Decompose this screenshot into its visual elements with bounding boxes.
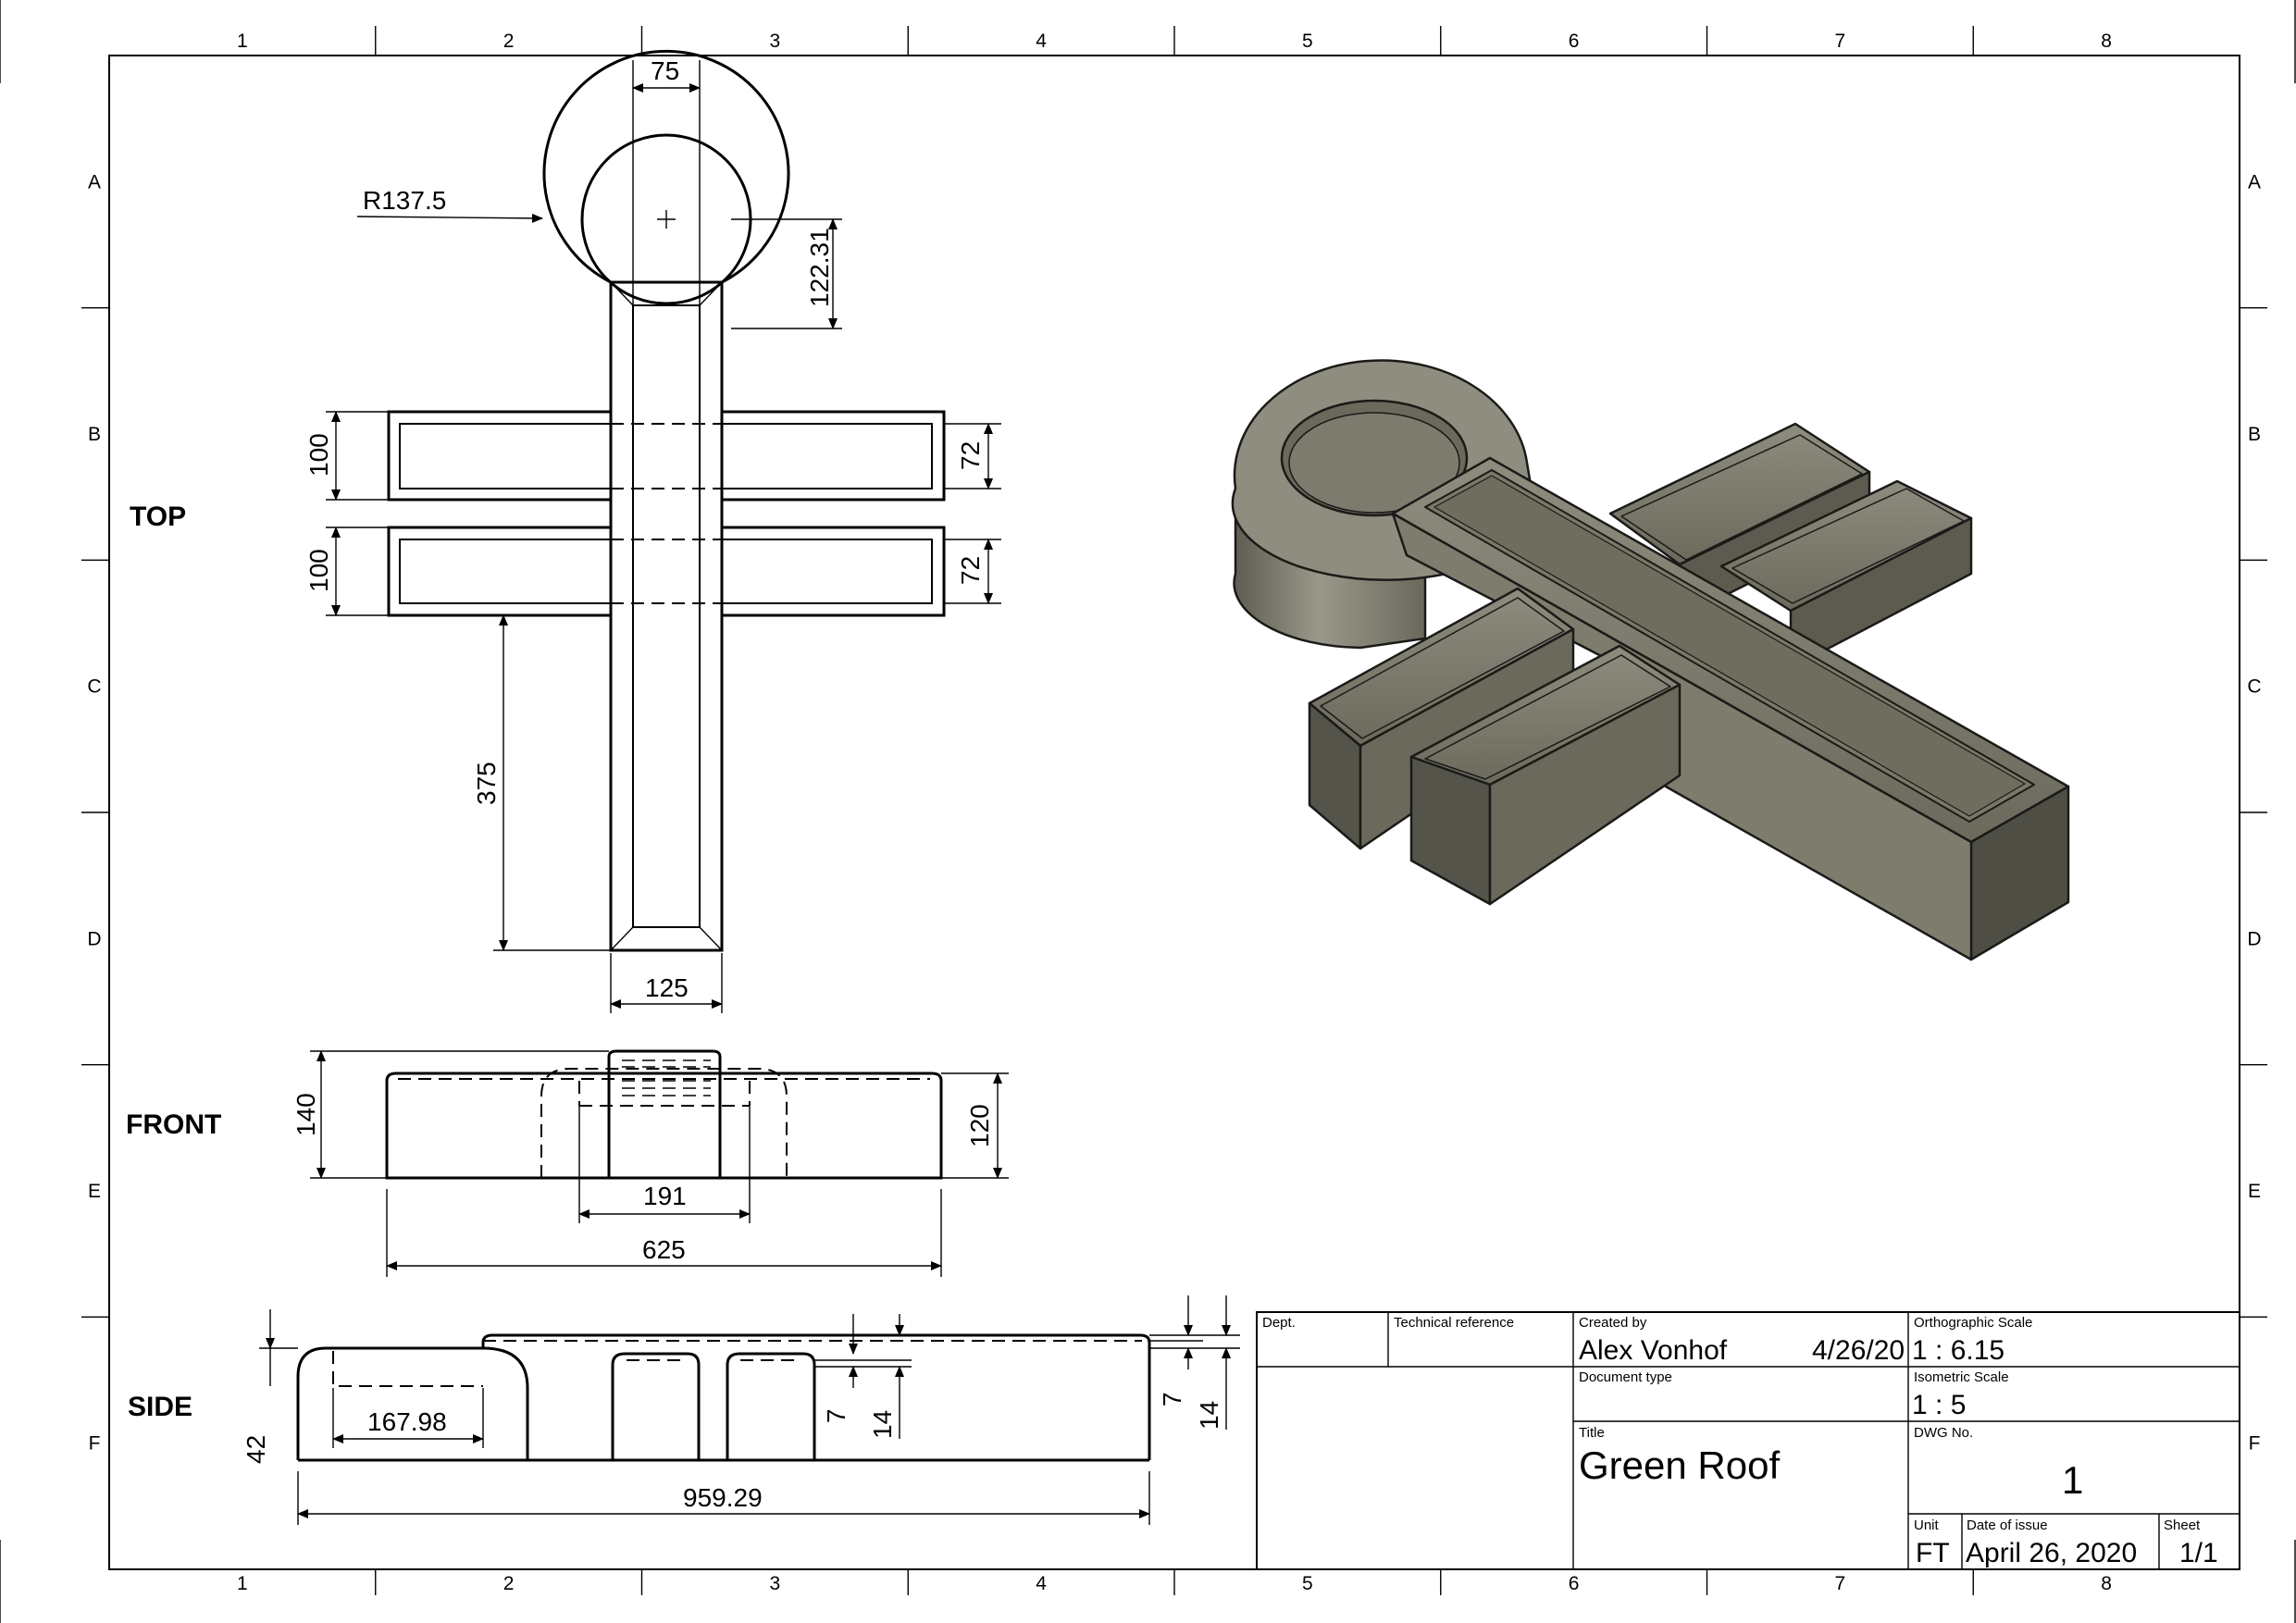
- dim-hole-width: 75: [651, 56, 679, 85]
- tb-created-by: Alex Vonhof: [1579, 1335, 1728, 1366]
- zone-col-label: 4: [1036, 1573, 1047, 1594]
- view-label-front: FRONT: [126, 1109, 221, 1140]
- tb-created-date: 4/26/20: [1812, 1335, 1905, 1366]
- zone-col-label: 2: [503, 1573, 515, 1594]
- dim-side-lip-total: 14: [1195, 1401, 1223, 1430]
- title-block: Dept. Technical reference Created by Ale…: [1256, 1311, 2240, 1570]
- zone-col-label: 8: [2101, 1573, 2112, 1594]
- side-view: 42 167.98 7 14 7 14 959.29: [242, 1295, 1240, 1525]
- zone-row-label: D: [2247, 928, 2261, 949]
- tb-unit-label: Unit: [1914, 1518, 1940, 1533]
- tb-date-label: Date of issue: [1967, 1518, 2048, 1533]
- zone-row-label: D: [87, 928, 101, 949]
- tb-doc-type-label: Document type: [1579, 1369, 1672, 1385]
- isometric-view: [1231, 359, 2070, 961]
- dim-arm1-inner: 72: [956, 441, 985, 470]
- dim-radius: R137.5: [363, 186, 446, 215]
- tb-sheet: 1/1: [2179, 1538, 2218, 1568]
- tb-unit: FT: [1916, 1538, 1950, 1568]
- front-view: 140 120 191 625: [292, 1049, 1009, 1277]
- zone-col-label: 5: [1302, 31, 1313, 52]
- tb-iso-scale-label: Isometric Scale: [1914, 1369, 2009, 1385]
- tb-dwg-no-label: DWG No.: [1914, 1425, 1973, 1441]
- view-label-top: TOP: [130, 502, 186, 532]
- dim-side-rail-lip: 7: [822, 1408, 850, 1423]
- zone-col-label: 6: [1569, 1573, 1580, 1594]
- dim-front-body-height: 120: [965, 1104, 994, 1147]
- zone-row-label: C: [2247, 676, 2261, 698]
- dim-arm1-width: 100: [304, 433, 333, 477]
- zone-col-label: 8: [2101, 31, 2112, 52]
- dim-stem-length: 375: [472, 762, 501, 805]
- tb-tech-ref-label: Technical reference: [1394, 1315, 1514, 1331]
- zone-col-label: 3: [770, 1573, 781, 1594]
- dim-side-rail-lip-total: 14: [868, 1410, 897, 1439]
- zone-col-label: 2: [503, 31, 515, 52]
- tb-title-label: Title: [1579, 1425, 1605, 1441]
- dim-stem-width: 125: [645, 973, 689, 1002]
- zone-col-label: 1: [237, 31, 248, 52]
- dim-arm2-width: 100: [304, 549, 333, 592]
- tb-dept-label: Dept.: [1262, 1315, 1296, 1331]
- dim-side-ledge: 167.98: [367, 1407, 447, 1436]
- zone-col-label: 7: [1835, 1573, 1846, 1594]
- dim-front-center-width: 191: [643, 1182, 687, 1210]
- dim-side-lip: 7: [1158, 1392, 1186, 1406]
- tb-created-by-label: Created by: [1579, 1315, 1647, 1331]
- tb-title: Green Roof: [1579, 1443, 1780, 1487]
- zone-row-label: E: [2248, 1181, 2261, 1202]
- tb-ortho-scale-label: Orthographic Scale: [1914, 1315, 2032, 1331]
- zone-col-label: 7: [1835, 31, 1846, 52]
- dim-ring-offset: 122.31: [805, 228, 834, 307]
- dim-arm2-inner: 72: [956, 556, 985, 585]
- zone-row-label: B: [2248, 424, 2261, 445]
- zone-col-label: 4: [1036, 31, 1047, 52]
- top-view: 75 R137.5 122.31 100 72 100 72 375: [304, 49, 1001, 1013]
- tb-dwg-no: 1: [2062, 1458, 2083, 1502]
- zone-row-label: E: [88, 1181, 101, 1202]
- dim-side-overall-length: 959.29: [683, 1483, 763, 1512]
- zone-col-label: 3: [770, 31, 781, 52]
- tb-sheet-label: Sheet: [2164, 1518, 2201, 1533]
- zone-col-label: 1: [237, 1573, 248, 1594]
- dim-side-height: 42: [242, 1435, 270, 1464]
- dim-front-overall-width: 625: [642, 1235, 686, 1264]
- zone-row-label: C: [87, 676, 101, 698]
- zone-row-label: B: [88, 424, 101, 445]
- view-label-side: SIDE: [128, 1392, 192, 1422]
- zone-row-label: A: [88, 171, 101, 192]
- zone-row-label: F: [2249, 1433, 2261, 1455]
- tb-iso-scale: 1 : 5: [1912, 1390, 1966, 1420]
- zone-row-label: F: [89, 1433, 101, 1455]
- tb-ortho-scale: 1 : 6.15: [1912, 1335, 2004, 1366]
- zone-col-label: 6: [1569, 31, 1580, 52]
- zone-col-label: 5: [1302, 1573, 1313, 1594]
- tb-date: April 26, 2020: [1966, 1538, 2137, 1568]
- dim-front-height: 140: [292, 1093, 320, 1136]
- zone-row-label: A: [2248, 171, 2261, 192]
